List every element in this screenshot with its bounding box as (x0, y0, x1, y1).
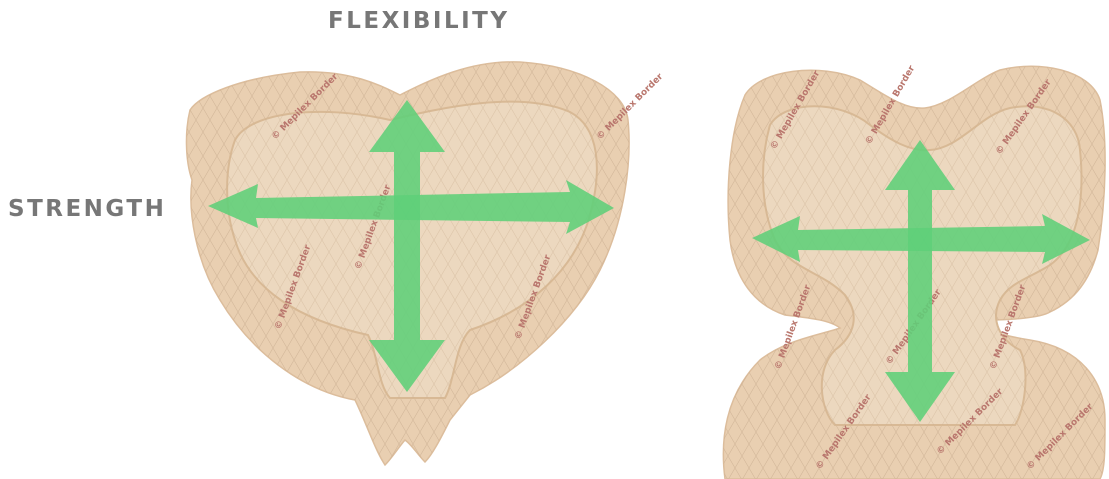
heel-dressing: © Mepilex Border © Mepilex Border © Mepi… (186, 62, 665, 465)
sacrum-dressing: © Mepilex Border © Mepilex Border © Mepi… (723, 64, 1105, 479)
